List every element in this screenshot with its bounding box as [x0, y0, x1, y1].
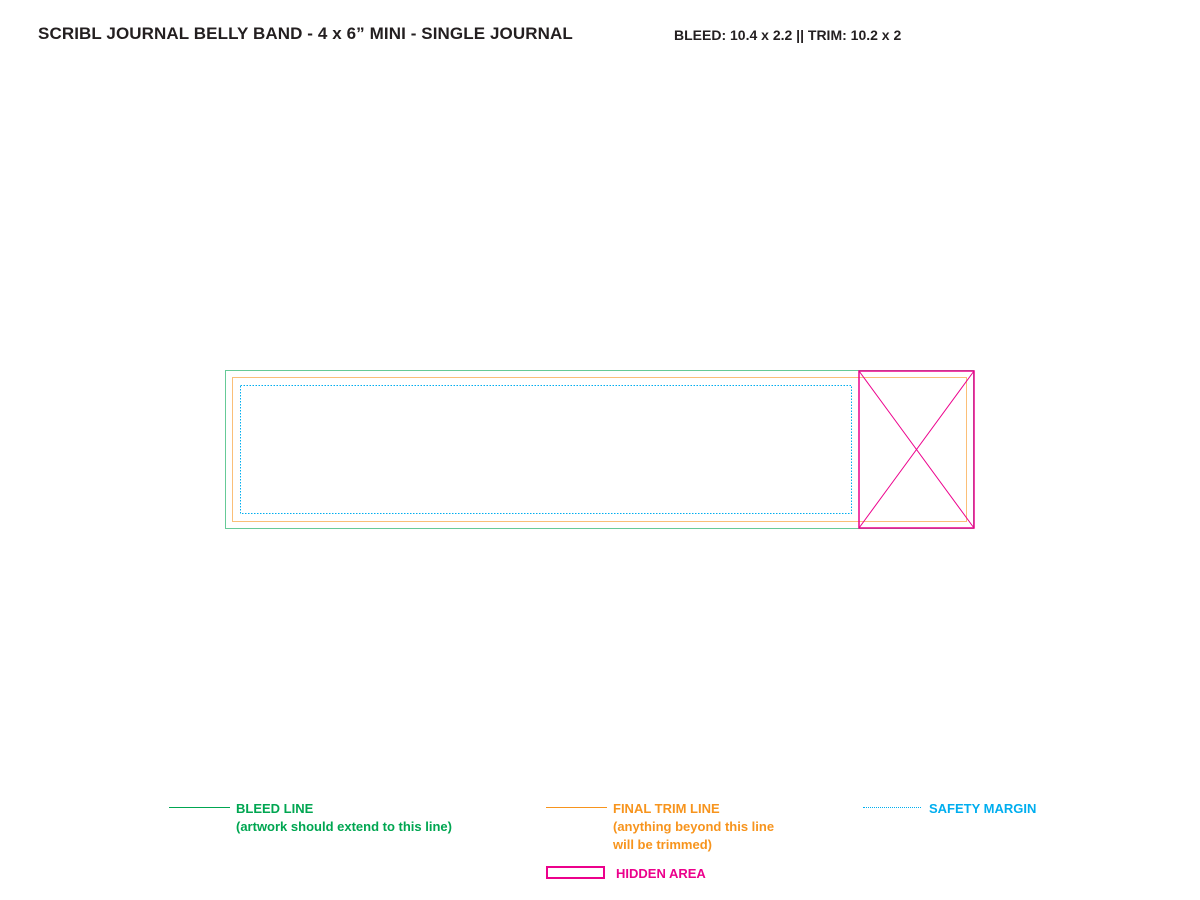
legend-trim-label: FINAL TRIM LINE: [613, 801, 720, 816]
legend-bleed-note: (artwork should extend to this line): [236, 819, 452, 834]
trim-line: [232, 377, 967, 522]
hidden-area: [858, 370, 975, 529]
dimensions-label: BLEED: 10.4 x 2.2 || TRIM: 10.2 x 2: [674, 27, 902, 43]
legend-safety-label: SAFETY MARGIN: [929, 801, 1037, 816]
legend-trim-note-1: (anything beyond this line: [613, 819, 775, 834]
hidden-area-swatch: [546, 866, 605, 879]
legend-bleed-label: BLEED LINE: [236, 801, 314, 816]
hidden-area-diagonal-2: [858, 370, 975, 529]
safety-margin-swatch: [863, 807, 921, 808]
legend-trim-note-2: will be trimmed): [613, 837, 712, 852]
legend-hidden-label: HIDDEN AREA: [616, 866, 706, 881]
bleed-line-swatch: [169, 807, 230, 808]
safety-margin: [240, 385, 852, 514]
trim-line-swatch: [546, 807, 607, 808]
page-title: SCRIBL JOURNAL BELLY BAND - 4 x 6” MINI …: [38, 24, 573, 43]
bleed-line: [225, 370, 974, 529]
